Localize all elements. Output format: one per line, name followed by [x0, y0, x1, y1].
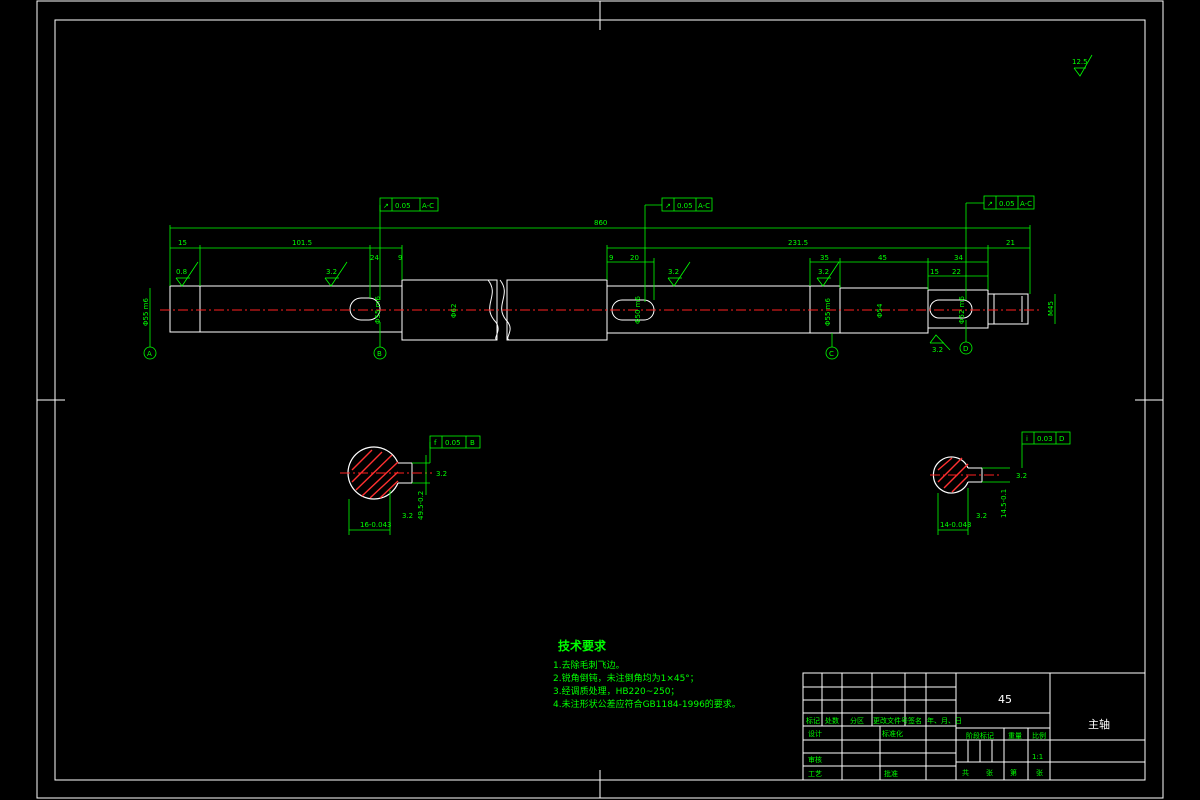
svg-text:D: D: [1059, 435, 1064, 443]
dim-4: 9: [398, 254, 402, 262]
dim-3: 24: [370, 254, 379, 262]
svg-text:3.2: 3.2: [436, 470, 447, 478]
sheet-border: [36, 0, 1164, 799]
svg-text:批准: 批准: [884, 769, 898, 778]
svg-text:↗: ↗: [383, 202, 389, 210]
svg-text:0.8: 0.8: [176, 268, 187, 276]
svg-text:3.2: 3.2: [932, 346, 943, 354]
dim-13: 22: [952, 268, 961, 276]
svg-text:年、月、日: 年、月、日: [927, 716, 962, 725]
svg-text:A-C: A-C: [698, 202, 710, 210]
dim-10: 34: [954, 254, 963, 262]
svg-text:0.03: 0.03: [1037, 435, 1053, 443]
tech-req-title: 技术要求: [558, 638, 607, 653]
shaft-outline: [160, 279, 1040, 341]
svg-text:0.05: 0.05: [445, 439, 461, 447]
dia-8: M45: [1047, 301, 1055, 316]
svg-text:D: D: [963, 345, 968, 353]
svg-text:i: i: [1026, 435, 1028, 443]
svg-text:0.05: 0.05: [999, 200, 1015, 208]
svg-text:3.2: 3.2: [1016, 472, 1027, 480]
part-name: 主轴: [1088, 717, 1110, 731]
svg-text:↗: ↗: [665, 202, 671, 210]
svg-text:重量: 重量: [1008, 732, 1022, 740]
svg-text:签名: 签名: [908, 716, 922, 725]
tech-req-item: 4.未注形状公差应符合GB1184-1996的要求。: [553, 698, 741, 710]
dim-8: 35: [820, 254, 829, 262]
dim-overall: 860: [594, 219, 607, 227]
dia-5: Φ55 m6: [824, 298, 832, 326]
svg-text:0.05: 0.05: [677, 202, 693, 210]
dim-12: 15: [930, 268, 939, 276]
svg-text:A: A: [147, 350, 152, 358]
svg-text:第: 第: [1010, 768, 1017, 777]
svg-text:↗: ↗: [987, 200, 993, 208]
svg-text:阶段标记: 阶段标记: [966, 731, 994, 740]
dia-3: Φ62: [450, 304, 458, 318]
dia-6: Φ54: [876, 303, 884, 318]
svg-text:处数: 处数: [825, 716, 839, 725]
svg-text:张: 张: [986, 768, 993, 777]
dia-7: Φ52 m6: [958, 296, 966, 324]
tech-req-item: 3.经调质处理，HB220~250；: [553, 685, 679, 697]
dim-7: 231.5: [788, 239, 808, 247]
svg-text:A-C: A-C: [1020, 200, 1032, 208]
dim-11: 21: [1006, 239, 1015, 247]
svg-text:更改文件号: 更改文件号: [873, 716, 908, 725]
svg-text:49.5-0.2: 49.5-0.2: [417, 491, 425, 520]
dim-6: 20: [630, 254, 639, 262]
svg-text:3.2: 3.2: [402, 512, 413, 520]
dimension-lines: 860 15 101.5 24 9 9 20 231.5 35 45 34 21…: [169, 219, 1031, 300]
svg-text:0.05: 0.05: [395, 202, 411, 210]
svg-text:A-C: A-C: [422, 202, 434, 210]
section-view-right: 14-0.043 14.5-0.1 i 0.03 D 3.2 3.2: [930, 431, 1071, 535]
tech-req-item: 2.锐角倒钝，未注倒角均为1×45°；: [553, 672, 699, 684]
datum-markers: A B C D: [143, 320, 973, 360]
section-view-left: 16-0.043 49.5-0.2 f 0.05 B 3.2 3.2: [340, 435, 481, 535]
dim-2: 101.5: [292, 239, 312, 247]
svg-text:3.2: 3.2: [668, 268, 679, 276]
svg-text:比例: 比例: [1032, 731, 1046, 740]
diameter-labels: Φ55 m6 Φ55 m6 Φ62 Φ50 m6 Φ55 m6 Φ54 Φ52 …: [142, 288, 1056, 332]
svg-text:标记: 标记: [806, 716, 820, 725]
dia-1: Φ55 m6: [142, 298, 150, 326]
svg-text:分区: 分区: [850, 716, 864, 725]
svg-text:3.2: 3.2: [976, 512, 987, 520]
svg-text:C: C: [829, 350, 834, 358]
dim-9: 45: [878, 254, 887, 262]
svg-text:3.2: 3.2: [326, 268, 337, 276]
svg-text:1:1: 1:1: [1032, 753, 1043, 761]
dia-2: Φ55 m6: [374, 296, 382, 324]
dia-4: Φ50 m6: [634, 296, 642, 324]
svg-text:14-0.043: 14-0.043: [940, 521, 971, 529]
roughness-value: 12.5: [1072, 58, 1088, 66]
svg-text:16-0.043: 16-0.043: [360, 521, 391, 529]
dim-5: 9: [609, 254, 613, 262]
svg-text:f: f: [434, 439, 437, 447]
svg-text:共: 共: [962, 768, 969, 777]
svg-text:14.5-0.1: 14.5-0.1: [1000, 489, 1008, 518]
dim-1: 15: [178, 239, 187, 247]
svg-text:张: 张: [1036, 768, 1043, 777]
roughness-general: 12.5: [1072, 54, 1093, 77]
svg-text:B: B: [470, 439, 475, 447]
title-block: 45 主轴 标记 处数 分区 更改文件号 签名 年、月、日 设计 标准化 阶段标…: [802, 672, 1146, 781]
tolerance-frames: ↗ 0.05 A-C ↗ 0.05 A-C ↗ 0.05 A-C: [379, 195, 1035, 302]
svg-text:审核: 审核: [808, 755, 822, 764]
svg-text:设计: 设计: [808, 729, 822, 738]
roughness-marks: 0.8 3.2 3.2 3.2 3.2: [175, 261, 951, 354]
svg-text:工艺: 工艺: [808, 770, 822, 778]
material: 45: [998, 693, 1012, 706]
technical-requirements: 技术要求 1.去除毛刺飞边。 2.锐角倒钝，未注倒角均为1×45°； 3.经调质…: [553, 638, 741, 710]
svg-text:标准化: 标准化: [882, 729, 903, 738]
svg-text:B: B: [377, 350, 382, 358]
tech-req-item: 1.去除毛刺飞边。: [553, 659, 625, 671]
svg-text:3.2: 3.2: [818, 268, 829, 276]
